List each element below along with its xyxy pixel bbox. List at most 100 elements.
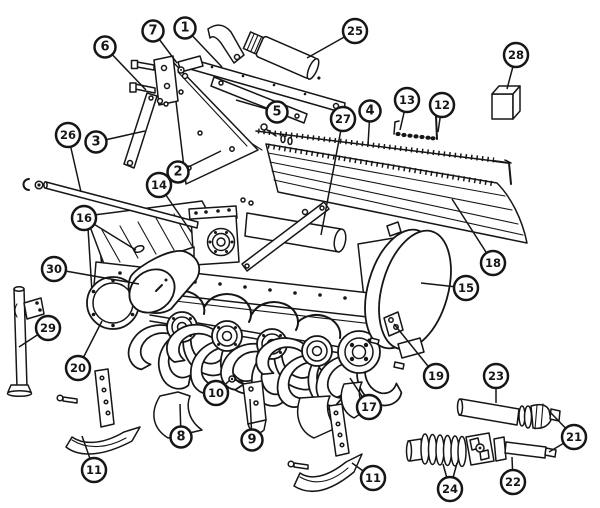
callout-28-number: 28 bbox=[508, 48, 524, 62]
part-rod-and-clip bbox=[22, 178, 199, 229]
callout-11-number: 11 bbox=[365, 471, 381, 485]
callout-8-number: 8 bbox=[176, 430, 185, 445]
callout-4-balloon[interactable] bbox=[358, 99, 382, 123]
callout-24-balloon[interactable] bbox=[436, 475, 464, 503]
callout-27[interactable]: 27 bbox=[320, 105, 357, 236]
callout-13-number: 13 bbox=[399, 93, 415, 107]
callout-19-number: 19 bbox=[428, 369, 444, 383]
callout-9-balloon[interactable] bbox=[240, 428, 264, 452]
callout-20-number: 20 bbox=[70, 361, 86, 375]
callout-9[interactable]: 9 bbox=[240, 398, 264, 452]
callout-5-number: 5 bbox=[272, 105, 281, 120]
callout-19-balloon[interactable] bbox=[422, 362, 450, 390]
callout-17[interactable]: 17 bbox=[349, 377, 383, 421]
callout-20-balloon[interactable] bbox=[64, 354, 92, 382]
callout-10-balloon[interactable] bbox=[202, 379, 230, 407]
callout-18[interactable]: 18 bbox=[451, 198, 507, 277]
callout-7-balloon[interactable] bbox=[141, 19, 165, 43]
callout-10[interactable]: 10 bbox=[202, 379, 231, 407]
callout-3[interactable]: 3 bbox=[84, 130, 146, 154]
callout-3-balloon[interactable] bbox=[84, 130, 108, 154]
callout-10-number: 10 bbox=[208, 386, 224, 400]
callout-16-number: 16 bbox=[76, 211, 92, 225]
callout-22-balloon[interactable] bbox=[499, 468, 527, 496]
callout-6-balloon[interactable] bbox=[93, 35, 117, 59]
callout-18-number: 18 bbox=[485, 256, 501, 270]
part-right-skid bbox=[287, 403, 363, 493]
callout-1-balloon[interactable] bbox=[173, 16, 197, 40]
callout-6-number: 6 bbox=[100, 40, 109, 55]
callout-4[interactable]: 4 bbox=[358, 99, 382, 146]
part-gearbox bbox=[161, 205, 240, 269]
part-side-disc bbox=[86, 276, 140, 330]
callout-19[interactable]: 19 bbox=[393, 323, 450, 390]
callout-12-balloon[interactable] bbox=[428, 91, 456, 119]
callout-29[interactable]: 29 bbox=[18, 314, 62, 348]
part-belt-cover bbox=[364, 221, 452, 370]
callout-5[interactable]: 5 bbox=[235, 99, 289, 124]
callout-16[interactable]: 16 bbox=[70, 204, 137, 251]
part-rotor-tine-assembly bbox=[118, 289, 353, 417]
callout-8[interactable]: 8 bbox=[169, 403, 193, 449]
callout-30-number: 30 bbox=[46, 262, 62, 276]
callout-1-number: 1 bbox=[180, 21, 189, 36]
callout-3-number: 3 bbox=[91, 135, 100, 150]
callout-17-number: 17 bbox=[361, 400, 377, 414]
callout-12[interactable]: 12 bbox=[428, 91, 456, 133]
part-pto-shaft-upper bbox=[456, 398, 561, 430]
callout-26[interactable]: 26 bbox=[54, 121, 82, 193]
callout-14-balloon[interactable] bbox=[145, 171, 173, 199]
callout-23-number: 23 bbox=[488, 369, 504, 383]
callout-11[interactable]: 11 bbox=[351, 462, 387, 492]
part-pto-shaft-lower bbox=[405, 432, 557, 468]
callout-2[interactable]: 2 bbox=[166, 150, 222, 184]
callout-29-balloon[interactable] bbox=[34, 314, 62, 342]
callout-28-balloon[interactable] bbox=[502, 41, 530, 69]
callout-21[interactable]: 21 bbox=[548, 412, 588, 453]
callout-1[interactable]: 1 bbox=[173, 16, 223, 68]
callout-13[interactable]: 13 bbox=[393, 86, 421, 131]
callout-8-balloon[interactable] bbox=[169, 425, 193, 449]
callout-15[interactable]: 15 bbox=[420, 274, 480, 302]
callout-30[interactable]: 30 bbox=[40, 255, 140, 285]
callout-18-balloon[interactable] bbox=[479, 249, 507, 277]
callout-15-number: 15 bbox=[458, 281, 474, 295]
callout-26-balloon[interactable] bbox=[54, 121, 82, 149]
callout-25-balloon[interactable] bbox=[341, 17, 369, 45]
callout-30-leader-line bbox=[53, 268, 140, 285]
part-hardware-box bbox=[491, 85, 521, 120]
callout-11-balloon[interactable] bbox=[80, 456, 108, 484]
callout-27-balloon[interactable] bbox=[329, 105, 357, 133]
callout-11[interactable]: 11 bbox=[80, 435, 108, 484]
callout-7[interactable]: 7 bbox=[141, 19, 178, 64]
callout-11-balloon[interactable] bbox=[359, 464, 387, 492]
callout-22[interactable]: 22 bbox=[499, 456, 527, 496]
callout-23[interactable]: 23 bbox=[482, 362, 510, 403]
callout-16-balloon[interactable] bbox=[70, 204, 98, 232]
part-drum-cover bbox=[127, 250, 201, 314]
callout-23-balloon[interactable] bbox=[482, 362, 510, 390]
callout-25-number: 25 bbox=[347, 24, 363, 38]
callout-12-number: 12 bbox=[434, 98, 450, 112]
callout-21-balloon[interactable] bbox=[560, 423, 588, 451]
callout-27-leader-line bbox=[320, 118, 344, 236]
callout-30-balloon[interactable] bbox=[40, 255, 68, 283]
callout-9-number: 9 bbox=[247, 433, 256, 448]
callout-28[interactable]: 28 bbox=[502, 41, 530, 90]
part-shield-board bbox=[255, 128, 528, 244]
callout-13-balloon[interactable] bbox=[393, 86, 421, 114]
part-left-skid bbox=[56, 368, 141, 455]
callout-24-number: 24 bbox=[442, 482, 458, 496]
callout-25[interactable]: 25 bbox=[306, 17, 369, 59]
callout-14[interactable]: 14 bbox=[145, 171, 193, 234]
callout-20[interactable]: 20 bbox=[64, 320, 103, 382]
callout-5-balloon[interactable] bbox=[265, 100, 289, 124]
callout-6[interactable]: 6 bbox=[93, 35, 147, 91]
part-stand bbox=[6, 286, 45, 398]
callout-17-balloon[interactable] bbox=[355, 393, 383, 421]
callout-2-number: 2 bbox=[173, 165, 182, 180]
callout-15-balloon[interactable] bbox=[452, 274, 480, 302]
callout-2-balloon[interactable] bbox=[166, 160, 190, 184]
callout-24[interactable]: 24 bbox=[436, 462, 464, 503]
